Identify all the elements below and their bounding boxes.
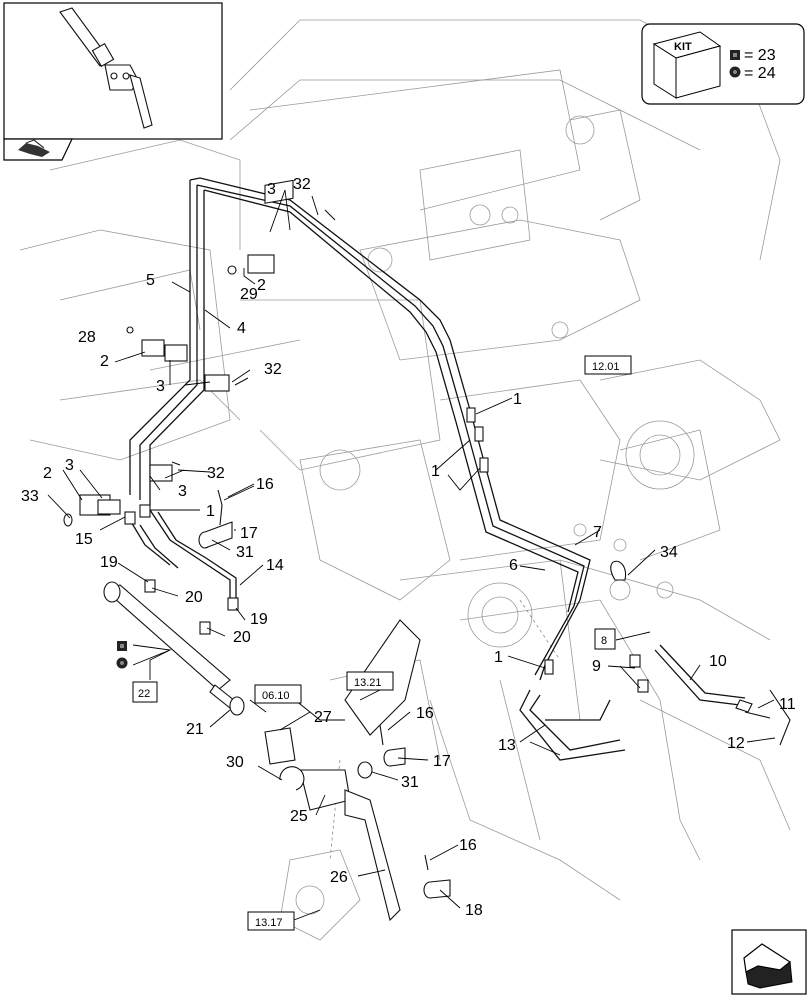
callout-30: 30	[226, 754, 244, 771]
callout-15: 15	[75, 531, 93, 548]
callout-2: 2	[257, 277, 266, 294]
callout-19: 19	[100, 554, 118, 571]
cylinder-kit-symbols	[116, 641, 128, 669]
callout-11: 11	[779, 696, 796, 713]
callout-2: 2	[100, 353, 109, 370]
callout-16: 16	[256, 476, 274, 493]
callout-34: 34	[660, 544, 678, 561]
callout-16: 16	[459, 837, 477, 854]
callout-21: 21	[186, 721, 204, 738]
callout-19: 19	[250, 611, 268, 628]
callout-10: 10	[709, 653, 727, 670]
previous-page-arrow-icon[interactable]	[3, 138, 73, 161]
callout-labels: 1 1 1 1 2 2 2 3 3 3 3 4 5 6 7 9 10 11 12…	[21, 176, 796, 919]
reference-boxes: 12.01 8 06.10 13.21 22 13.17	[132, 355, 632, 931]
callout-3: 3	[156, 378, 165, 395]
callout-7: 7	[593, 524, 602, 541]
callout-29: 29	[240, 286, 258, 303]
inset-view-panel	[3, 2, 223, 161]
callout-5: 5	[146, 272, 155, 289]
next-page-arrow-icon[interactable]	[731, 929, 807, 995]
hydraulic-arm-inset-view	[59, 7, 153, 129]
callout-9: 9	[592, 658, 601, 675]
callout-17: 17	[433, 753, 451, 770]
callout-26: 26	[330, 869, 348, 886]
machine-frame-outline	[19, 19, 791, 941]
reference-13-17[interactable]: 13.17	[255, 917, 283, 929]
callout-3: 3	[65, 457, 74, 474]
square-kit-icon	[730, 50, 740, 60]
callout-3: 3	[267, 181, 276, 198]
callout-31: 31	[401, 774, 419, 791]
callout-18: 18	[465, 902, 483, 919]
callout-12: 12	[727, 735, 745, 752]
reference-13-21[interactable]: 13.21	[354, 677, 382, 689]
callout-33: 33	[21, 488, 39, 505]
callout-1: 1	[206, 503, 215, 520]
leader-lines	[47, 189, 776, 921]
callout-32: 32	[264, 361, 282, 378]
reference-22[interactable]: 22	[138, 688, 150, 700]
callout-17: 17	[240, 525, 258, 542]
kit-box-icon: KIT	[652, 31, 722, 99]
callout-3: 3	[178, 483, 187, 500]
callout-16: 16	[416, 705, 434, 722]
callout-1: 1	[513, 391, 522, 408]
callout-28: 28	[78, 329, 96, 346]
callout-6: 6	[509, 557, 518, 574]
kit-item-24-label: = 24	[744, 65, 776, 82]
callout-14: 14	[266, 557, 284, 574]
reference-8[interactable]: 8	[601, 635, 607, 647]
callout-32: 32	[293, 176, 311, 193]
callout-20: 20	[185, 589, 203, 606]
callout-27: 27	[314, 709, 332, 726]
callout-13: 13	[498, 737, 516, 754]
reference-06-10[interactable]: 06.10	[262, 690, 290, 702]
parts-group	[63, 179, 791, 922]
callout-31: 31	[236, 544, 254, 561]
callout-1: 1	[494, 649, 503, 666]
callout-20: 20	[233, 629, 251, 646]
round-kit-icon	[729, 66, 741, 78]
kit-item-23-label: = 23	[744, 47, 776, 64]
callout-1: 1	[431, 463, 440, 480]
kit-title: KIT	[674, 41, 692, 53]
callout-4: 4	[237, 320, 246, 337]
kit-legend-panel: KIT = 23 = 24	[641, 23, 805, 105]
callout-32: 32	[207, 465, 225, 482]
reference-12-01[interactable]: 12.01	[592, 361, 620, 373]
callout-2: 2	[43, 465, 52, 482]
callout-25: 25	[290, 808, 308, 825]
